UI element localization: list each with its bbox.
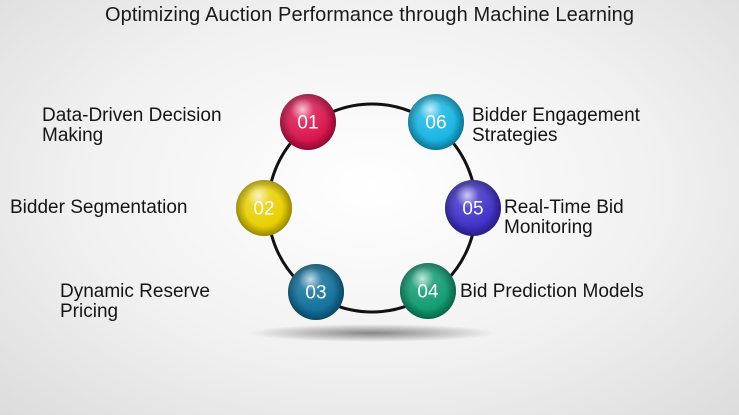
step-03-label: Dynamic Reserve Pricing bbox=[60, 282, 210, 322]
step-03-ball: 03 bbox=[288, 264, 344, 320]
step-01-label-line2: Making bbox=[42, 125, 104, 146]
step-01-ball: 01 bbox=[280, 94, 336, 150]
step-02-number: 02 bbox=[253, 199, 274, 220]
step-04-label-line1: Bid Prediction Models bbox=[460, 281, 644, 302]
step-03-label-line1: Dynamic Reserve bbox=[60, 281, 210, 302]
step-03-label-line2: Pricing bbox=[60, 301, 119, 322]
step-05-label-line2: Monitoring bbox=[504, 217, 593, 238]
step-03-number: 03 bbox=[305, 283, 326, 304]
step-05-ball: 05 bbox=[445, 180, 501, 236]
step-05-label-line1: Real-Time Bid bbox=[504, 197, 624, 218]
step-01-number: 01 bbox=[297, 113, 318, 134]
step-01-label: Data-Driven Decision Making bbox=[42, 106, 222, 146]
step-05-label: Real-Time Bid Monitoring bbox=[504, 198, 624, 238]
step-02-label: Bidder Segmentation bbox=[10, 198, 187, 218]
step-06-ball: 06 bbox=[408, 94, 464, 150]
step-04-number: 04 bbox=[417, 282, 439, 303]
step-02-ball: 02 bbox=[236, 180, 292, 236]
step-06-label-line2: Strategies bbox=[472, 125, 558, 146]
ground-shadow bbox=[248, 324, 496, 342]
step-05-number: 05 bbox=[462, 199, 483, 220]
step-06-label: Bidder Engagement Strategies bbox=[472, 106, 640, 146]
step-02-label-line1: Bidder Segmentation bbox=[10, 197, 188, 218]
step-06-label-line1: Bidder Engagement bbox=[472, 105, 640, 126]
diagram-title: Optimizing Auction Performance through M… bbox=[104, 4, 635, 26]
step-04-ball: 04 bbox=[400, 263, 456, 319]
step-06-number: 06 bbox=[425, 113, 446, 134]
step-01-label-line1: Data-Driven Decision bbox=[42, 105, 222, 126]
step-04-label: Bid Prediction Models bbox=[460, 282, 644, 302]
